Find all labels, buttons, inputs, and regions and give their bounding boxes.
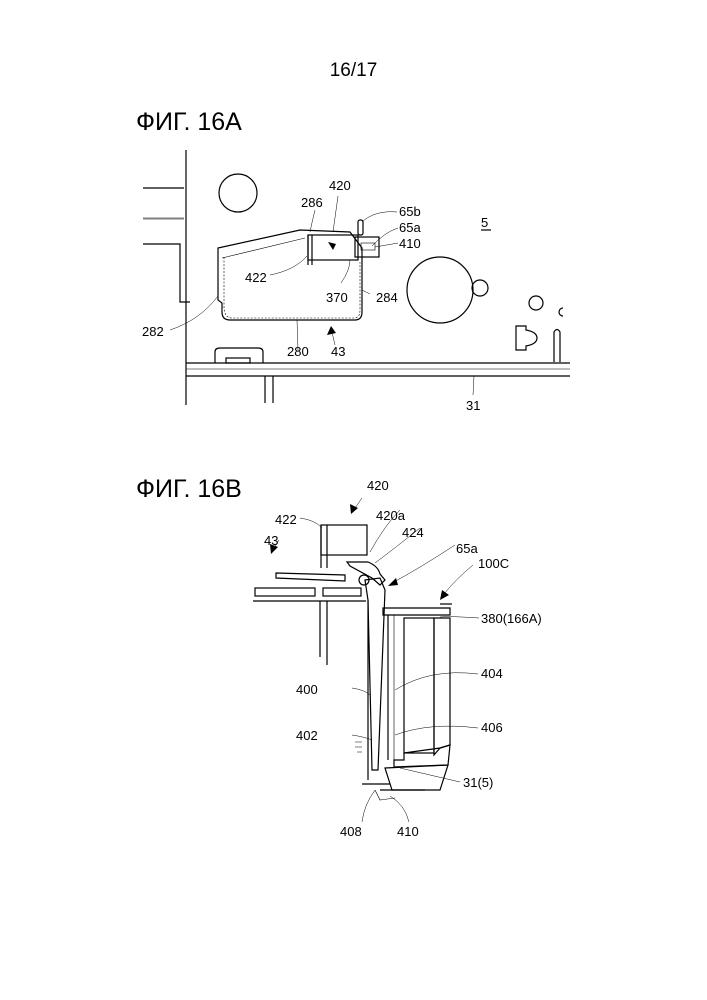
figure-16a-drawing [143,150,570,405]
label-410: 410 [397,824,419,839]
label-43: 43 [264,533,278,548]
figure-16a-labels: 420 286 65b 65a 410 5 422 370 284 282 28… [142,178,488,413]
label-65a: 65a [456,541,478,556]
label-380-166a: 380(166A) [481,611,542,626]
label-408: 408 [340,824,362,839]
label-31-5: 31(5) [463,775,493,790]
label-420: 420 [329,178,351,193]
label-410: 410 [399,236,421,251]
label-424: 424 [402,525,424,540]
label-406: 406 [481,720,503,735]
label-422: 422 [275,512,297,527]
label-370: 370 [326,290,348,305]
label-402: 402 [296,728,318,743]
label-404: 404 [481,666,503,681]
label-284: 284 [376,290,398,305]
label-420: 420 [367,478,389,493]
label-100c: 100C [478,556,509,571]
label-31: 31 [466,398,480,413]
label-43: 43 [331,344,345,359]
label-65a: 65a [399,220,421,235]
figure-16b-labels: 420 420a 422 424 43 65a 100C 380(166A) 4… [264,478,542,839]
label-5: 5 [481,215,488,230]
label-65b: 65b [399,204,421,219]
label-282: 282 [142,324,164,339]
figure-16b-drawing [253,498,479,822]
label-400: 400 [296,682,318,697]
label-420a: 420a [376,508,406,523]
label-286: 286 [301,195,323,210]
label-280: 280 [287,344,309,359]
label-422: 422 [245,270,267,285]
